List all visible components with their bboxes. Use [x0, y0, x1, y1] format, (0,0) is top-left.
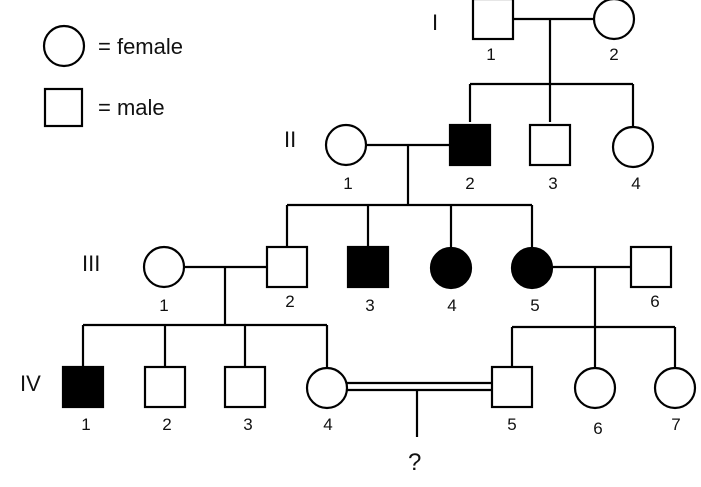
individual-IV-2-number: 2	[162, 415, 171, 434]
generation-label-I: I	[432, 10, 438, 35]
individuals: 1 2 1 2 3 4 1 2 3 4 5 6 1 2 3 4 5 6 7	[61, 0, 697, 438]
pedigree-lines	[81, 17, 677, 437]
individual-II-4-female-symbol	[611, 125, 655, 169]
individual-II-2-male-symbol	[448, 123, 492, 167]
individual-III-4-female-symbol	[429, 246, 473, 290]
legend-male-label: = male	[98, 95, 165, 120]
individual-IV-7-female-symbol	[653, 366, 697, 410]
individual-III-5-number: 5	[530, 296, 539, 315]
generation-label-II: II	[284, 127, 296, 152]
individual-III-1-number: 1	[159, 296, 168, 315]
individual-IV-5-male-symbol	[490, 365, 534, 409]
unknown-offspring-label: ?	[408, 449, 421, 476]
legend-female-symbol	[42, 24, 86, 68]
individual-III-3-number: 3	[365, 296, 374, 315]
individual-II-2-number: 2	[465, 174, 474, 193]
individual-II-3-male-symbol	[528, 123, 572, 167]
individual-IV-5-number: 5	[507, 415, 516, 434]
legend: = female = male	[42, 24, 183, 128]
legend-female-label: = female	[98, 34, 183, 59]
individual-IV-4-female-symbol	[305, 366, 349, 410]
individual-IV-3-male-symbol	[223, 365, 267, 409]
individual-IV-1-number: 1	[81, 415, 90, 434]
individual-II-1-female-symbol	[324, 123, 368, 167]
individual-III-1-female-symbol	[142, 245, 186, 289]
individual-III-4-number: 4	[447, 296, 456, 315]
individual-IV-2-male-symbol	[143, 365, 187, 409]
legend-male-symbol	[43, 87, 84, 128]
individual-IV-6-female-symbol	[573, 366, 617, 410]
generation-label-IV: IV	[20, 371, 41, 396]
generation-label-III: III	[82, 251, 100, 276]
individual-IV-6-number: 6	[593, 419, 602, 438]
individual-II-4-number: 4	[631, 174, 640, 193]
individual-II-3-number: 3	[548, 174, 557, 193]
individual-III-5-female-symbol	[510, 246, 554, 290]
individual-IV-7-number: 7	[671, 415, 680, 434]
individual-IV-1-male-symbol	[61, 365, 105, 409]
individual-III-2-number: 2	[285, 292, 294, 311]
individual-I-1-male-symbol	[471, 0, 515, 41]
individual-II-1-number: 1	[343, 174, 352, 193]
individual-III-6-male-symbol	[629, 245, 673, 289]
individual-III-3-male-symbol	[346, 245, 390, 289]
individual-I-2-number: 2	[609, 45, 618, 64]
individual-I-1-number: 1	[486, 45, 495, 64]
individual-III-6-number: 6	[650, 292, 659, 311]
individual-I-2-female-symbol	[592, 0, 636, 41]
individual-IV-4-number: 4	[323, 415, 332, 434]
individual-IV-3-number: 3	[243, 415, 252, 434]
individual-III-2-male-symbol	[265, 245, 309, 289]
